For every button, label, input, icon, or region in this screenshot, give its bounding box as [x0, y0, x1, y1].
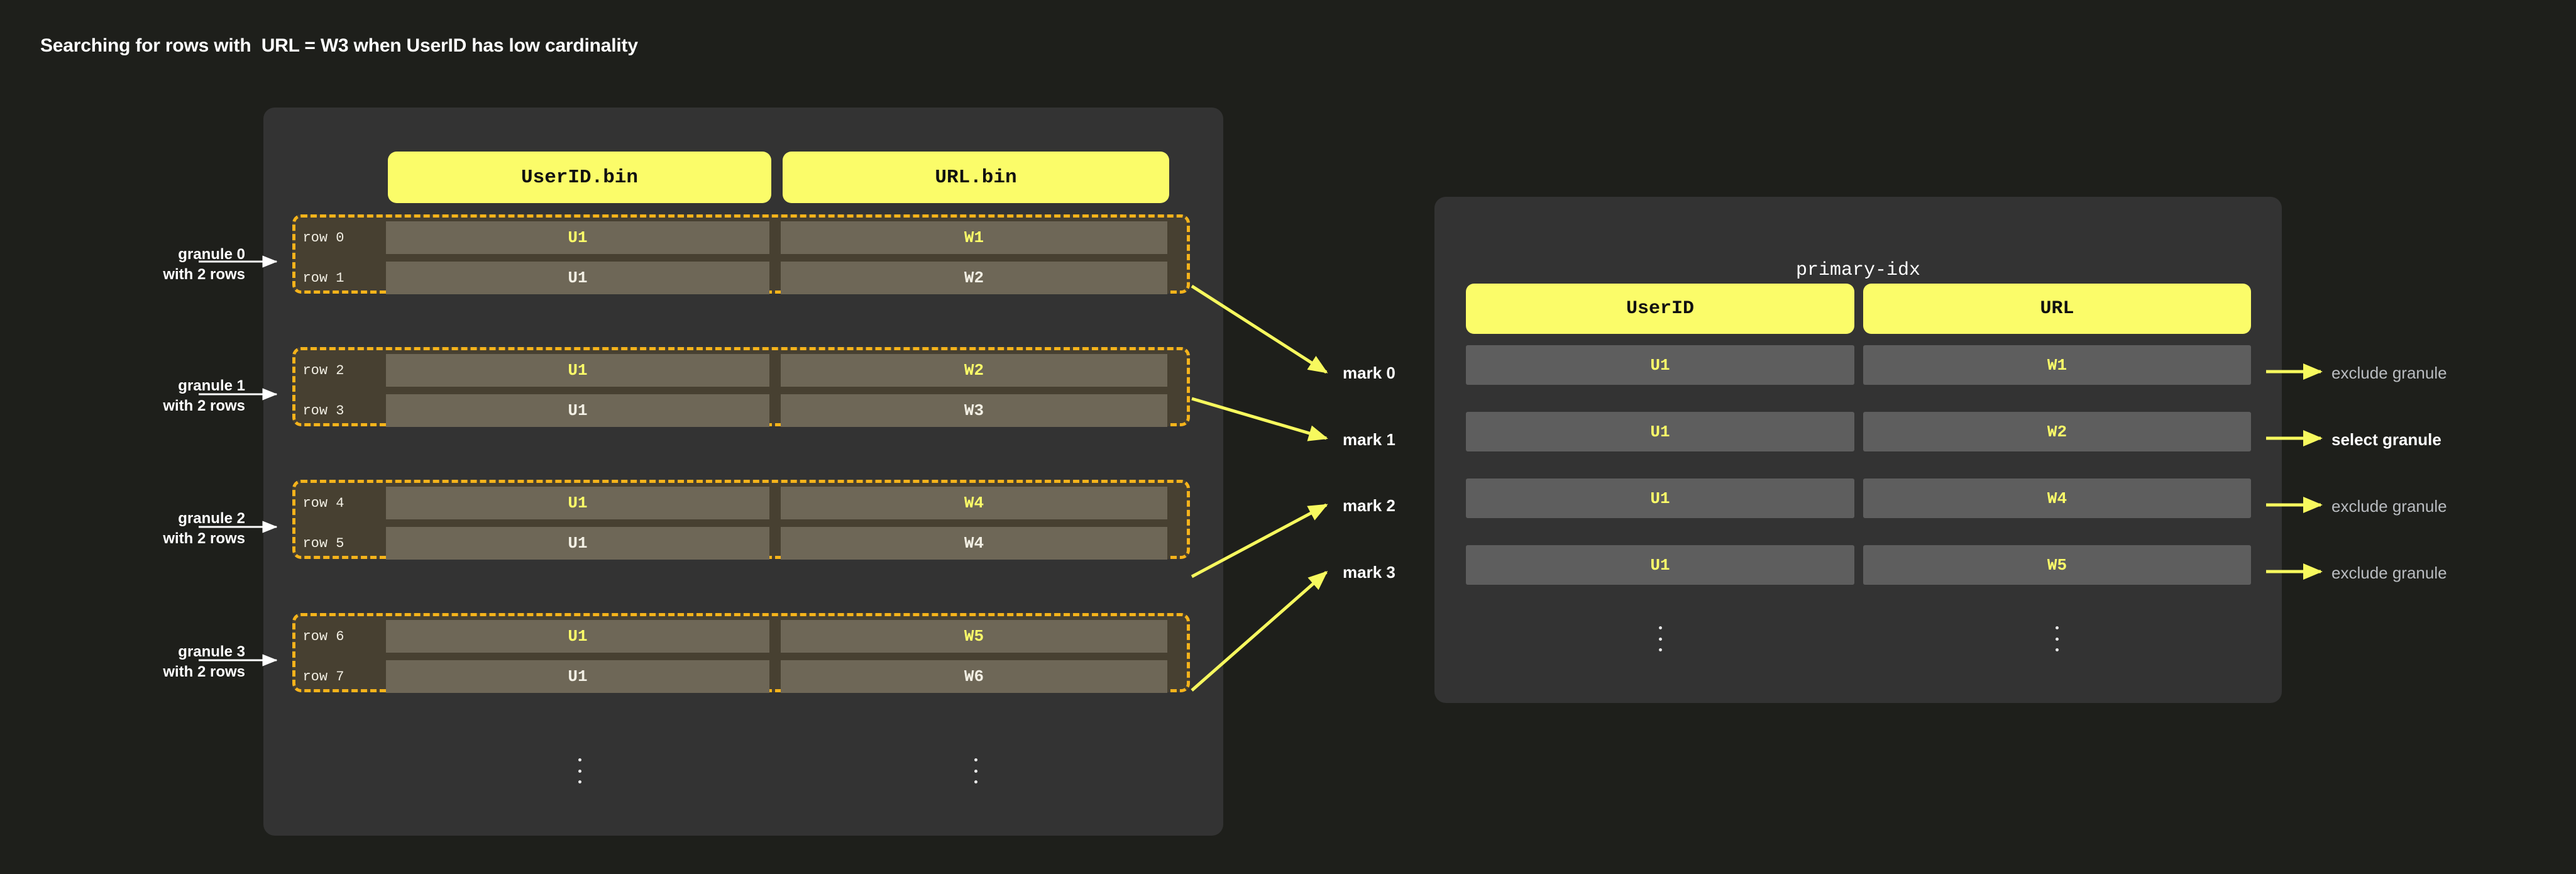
cell-userid: U1: [386, 262, 769, 294]
row-label: row 2: [302, 362, 344, 379]
cell-userid: U1: [386, 354, 769, 387]
table-row: row 3 U1 W3: [295, 394, 1187, 427]
granule-note-0: granule 0 with 2 rows: [75, 245, 245, 284]
index-cell-url: W4: [1863, 478, 2251, 518]
cell-url: W4: [781, 487, 1167, 519]
cell-userid: U1: [386, 487, 769, 519]
vertical-ellipsis-icon: [570, 755, 589, 787]
granule-box-1: row 2 U1 W2 row 3 U1 W3: [292, 347, 1190, 427]
cell-userid: U1: [386, 620, 769, 653]
vertical-ellipsis-icon: [966, 755, 985, 787]
row-label: row 5: [302, 535, 344, 551]
index-cell-url: W1: [1863, 345, 2251, 385]
granule-note-3: granule 3 with 2 rows: [75, 642, 245, 682]
index-annotation-2: exclude granule: [2331, 497, 2447, 516]
index-annotation-3: exclude granule: [2331, 563, 2447, 582]
granule-box-3: row 6 U1 W5 row 7 U1 W6: [292, 613, 1190, 693]
cell-url: W6: [781, 660, 1167, 693]
vertical-ellipsis-icon: [1651, 622, 1670, 655]
table-row: row 6 U1 W5: [295, 620, 1187, 653]
cell-url: W2: [781, 262, 1167, 294]
index-cell-url: W2: [1863, 412, 2251, 451]
granule-note-line1: granule 0: [178, 246, 245, 263]
granule-note-2: granule 2 with 2 rows: [75, 509, 245, 548]
cell-url: W2: [781, 354, 1167, 387]
mark-label-2: mark 2: [1343, 496, 1395, 515]
granule-note-line1: granule 3: [178, 643, 245, 660]
mark-label-1: mark 1: [1343, 430, 1395, 449]
vertical-ellipsis-icon: [2047, 622, 2066, 655]
row-label: row 3: [302, 402, 344, 419]
column-header-url-bin: URL.bin: [783, 152, 1169, 203]
index-column-header-url: URL: [1863, 284, 2251, 334]
mark-label-3: mark 3: [1343, 563, 1395, 582]
mark-label-0: mark 0: [1343, 363, 1395, 382]
cell-url: W5: [781, 620, 1167, 653]
row-label: row 7: [302, 668, 344, 685]
cell-url: W4: [781, 527, 1167, 560]
granule-box-2: row 4 U1 W4 row 5 U1 W4: [292, 480, 1190, 560]
table-row: row 4 U1 W4: [295, 487, 1187, 519]
granule-note-line2: with 2 rows: [163, 397, 245, 414]
row-label: row 1: [302, 270, 344, 286]
index-cell-url: W5: [1863, 545, 2251, 585]
index-cell-userid: U1: [1466, 478, 1854, 518]
index-annotation-1: select granule: [2331, 430, 2441, 449]
table-row: row 0 U1 W1: [295, 221, 1187, 254]
granule-note-line2: with 2 rows: [163, 265, 245, 283]
cell-userid: U1: [386, 394, 769, 427]
cell-url: W3: [781, 394, 1167, 427]
row-label: row 0: [302, 230, 344, 246]
granule-note-1: granule 1 with 2 rows: [75, 376, 245, 416]
granule-note-line1: granule 2: [178, 510, 245, 527]
cell-userid: U1: [386, 221, 769, 254]
index-annotation-0: exclude granule: [2331, 363, 2447, 382]
cell-userid: U1: [386, 660, 769, 693]
table-row: row 1 U1 W2: [295, 262, 1187, 294]
page-title: Searching for rows with URL = W3 when Us…: [40, 35, 638, 56]
granule-box-0: row 0 U1 W1 row 1 U1 W2: [292, 214, 1190, 294]
granule-note-line1: granule 1: [178, 377, 245, 394]
cell-url: W1: [781, 221, 1167, 254]
granule-note-line2: with 2 rows: [163, 663, 245, 680]
index-cell-userid: U1: [1466, 545, 1854, 585]
cell-userid: U1: [386, 527, 769, 560]
granule-note-line2: with 2 rows: [163, 529, 245, 547]
table-row: row 2 U1 W2: [295, 354, 1187, 387]
index-column-header-userid: UserID: [1466, 284, 1854, 334]
index-cell-userid: U1: [1466, 412, 1854, 451]
table-row: row 7 U1 W6: [295, 660, 1187, 693]
row-label: row 6: [302, 628, 344, 644]
column-header-userid-bin: UserID.bin: [388, 152, 771, 203]
table-row: row 5 U1 W4: [295, 527, 1187, 560]
primary-index-title: primary-idx: [1795, 260, 1921, 281]
index-cell-userid: U1: [1466, 345, 1854, 385]
row-label: row 4: [302, 495, 344, 511]
